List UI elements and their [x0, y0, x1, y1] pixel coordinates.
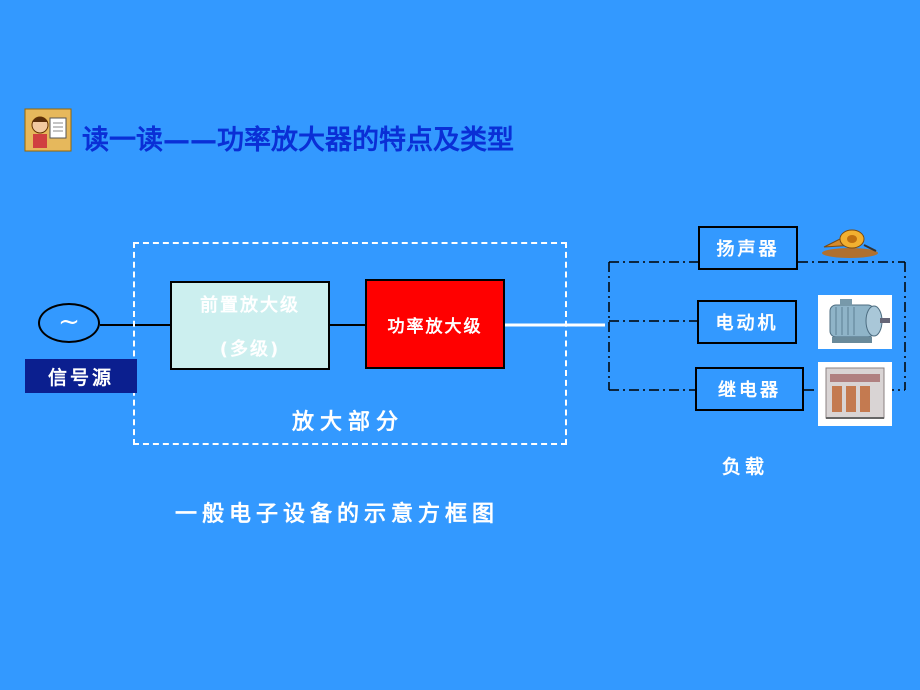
load-relay: 继电器: [695, 367, 804, 411]
pre-amp-label: 前置放大级: [200, 295, 300, 316]
pre-amplifier-block: 前置放大级 (多级): [170, 281, 330, 370]
amplifier-section-boundary: [133, 242, 567, 445]
pre-amp-sublabel: (多级): [219, 339, 281, 360]
speaker-icon: [818, 225, 880, 259]
relay-icon: [818, 362, 892, 426]
load-speaker: 扬声器: [698, 226, 798, 270]
diagram-caption: 一般电子设备的示意方框图: [175, 502, 500, 527]
power-amplifier-block: 功率放大级: [365, 279, 505, 369]
amplifier-section-label: 放大部分: [292, 410, 405, 435]
signal-source-symbol: ~: [38, 303, 100, 343]
load-label: 负载: [722, 456, 769, 478]
motor-icon: [818, 295, 892, 349]
load-motor: 电动机: [697, 300, 797, 344]
signal-source-label: 信号源: [25, 359, 137, 393]
page-title: 读一读——功率放大器的特点及类型: [82, 125, 514, 156]
reader-icon: [24, 108, 72, 152]
